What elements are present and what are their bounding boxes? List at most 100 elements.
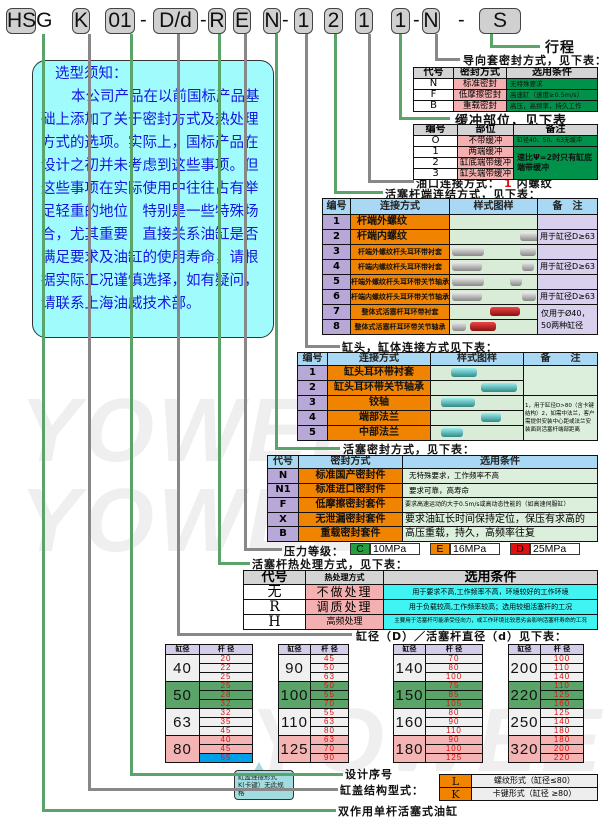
image-cell <box>449 304 538 320</box>
style-image <box>452 247 484 256</box>
name-cell: 整体式活塞杆耳环带衬套 <box>350 304 450 320</box>
remark-cell: 用于缸径D≥63 <box>537 229 598 245</box>
style-image <box>510 277 522 286</box>
rod-cell: 160 <box>540 699 584 709</box>
style-image <box>520 232 537 241</box>
style-image <box>490 307 520 316</box>
column-header: 热处理方式 <box>305 570 384 585</box>
remark-cell: 1，用于缸径D>80（含卡键结构）2，如需中法兰，客户需提供安装中心距或法兰安装… <box>523 395 598 441</box>
model-code-box[interactable]: S <box>479 8 521 34</box>
condition-cell: 主要用于活塞杆可能承受径向力，或工作环境比较恶劣会影响活塞杆寿命的工况 <box>383 614 598 630</box>
rod-cell: 85 <box>425 690 483 700</box>
model-code-box[interactable]: R <box>208 8 226 34</box>
name-cell: 重载密封套件 <box>298 526 403 542</box>
code-cell: X <box>267 511 299 528</box>
condition-cell: 用于要求不高,工作频率不高，环境较好的工作环境 <box>383 584 598 600</box>
model-code-box[interactable]: 2 <box>324 8 343 34</box>
image-cell <box>449 289 538 305</box>
rod-cell: 180 <box>540 726 584 736</box>
rod-cell: 100 <box>540 654 584 664</box>
rod-cell: 90 <box>425 717 483 727</box>
column-header: 连接方式 <box>327 352 431 366</box>
code-cell: 5 <box>297 425 328 441</box>
rod-cell: 110 <box>540 663 584 673</box>
model-code-box[interactable]: 01 <box>105 8 135 34</box>
bore-cell: 180 <box>393 735 426 763</box>
table-row: 125 <box>394 753 483 763</box>
name-cell: 缸头耳环带关节轴承 <box>327 380 431 396</box>
column-header: 代号 <box>413 67 454 79</box>
pressure-value: 16MPa <box>450 543 500 555</box>
bore-cell: 125 <box>278 735 311 763</box>
rod-cell: 220 <box>540 753 584 763</box>
table-header-row: 编号连接方式样式图样备 注 <box>297 352 598 366</box>
code-cell: 3 <box>322 244 351 260</box>
name-cell: 杆端外螺纹 <box>350 214 450 230</box>
column-header: 选用条件 <box>506 67 598 79</box>
code-cell: B <box>267 526 299 542</box>
model-code-box[interactable]: N <box>422 8 440 34</box>
table-row: 220 <box>509 753 584 763</box>
column-header: 选用条件 <box>383 570 598 585</box>
name-cell: 不做处理 <box>305 584 384 600</box>
model-code-box[interactable]: E <box>233 8 251 34</box>
model-code-box[interactable]: 1 <box>294 8 313 34</box>
model-code-box[interactable]: 1 <box>391 8 410 34</box>
remark-cell <box>523 365 598 396</box>
model-code-box[interactable]: 1 <box>355 8 373 34</box>
code-separator: - <box>200 9 207 31</box>
style-image <box>451 368 477 377</box>
table-header-row: 编号连接方式样式图样备 注 <box>322 198 598 215</box>
rod-cell: 105 <box>425 699 483 709</box>
connector-line <box>88 788 338 791</box>
connector-line <box>305 34 308 348</box>
image-cell <box>430 380 524 396</box>
connector-line <box>42 809 336 812</box>
column-header: 杆 径 <box>425 644 483 655</box>
connector-line <box>130 773 343 776</box>
name-cell: 铰轴 <box>327 395 431 411</box>
condition-cell: 要求可靠，高寿命 <box>402 482 598 499</box>
model-code-box[interactable]: D/d <box>153 8 198 34</box>
rod-cell: 50 <box>310 681 349 691</box>
connector-line <box>275 34 278 450</box>
rod-cell: 80 <box>425 708 483 718</box>
model-code-box[interactable]: K <box>72 8 90 34</box>
pressure-value: 25MPa <box>530 543 580 555</box>
code-separator: - <box>458 9 465 31</box>
rod-cell: 63 <box>310 717 349 727</box>
table-header-row: 代号密封方式选用条件 <box>413 67 598 79</box>
column-header: 编号 <box>322 198 351 215</box>
condition-cell: 高压重载，持久，高频率往复 <box>402 526 598 542</box>
image-cell <box>449 214 538 230</box>
remark-cell: 用于缸径D≥63 <box>537 259 598 275</box>
name-cell: 低摩擦密封 <box>453 89 507 101</box>
model-code-box[interactable]: N <box>263 8 281 34</box>
model-code-box[interactable]: HSG <box>6 8 53 34</box>
column-header: 杆 径 <box>310 644 349 655</box>
